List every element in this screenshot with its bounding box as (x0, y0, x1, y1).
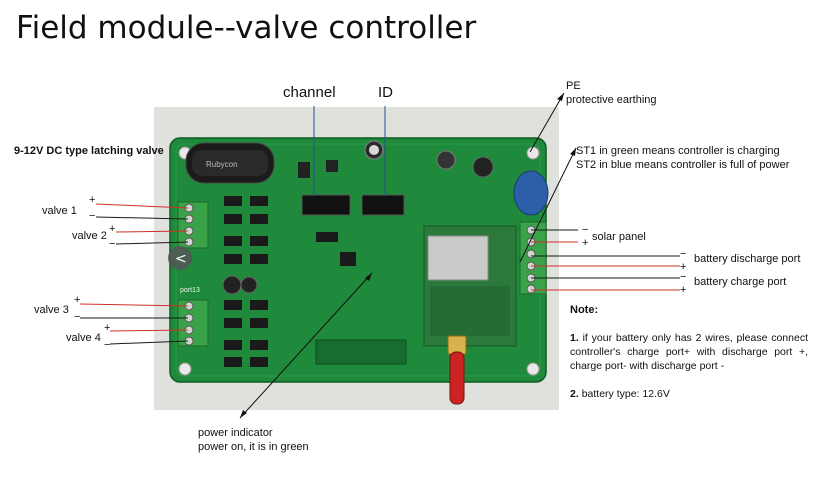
driver-components (224, 196, 356, 367)
capacitor-text: Rubycon (206, 160, 238, 169)
chip (298, 162, 310, 178)
power-indicator-description: power on, it is in green (198, 441, 309, 453)
discharge-plus: + (680, 261, 687, 273)
power-indicator-label: power indicator (198, 427, 273, 439)
solar-minus: − (582, 224, 589, 236)
port-label: port13 (180, 287, 200, 294)
capacitor-small (240, 276, 258, 294)
id-label: ID (378, 84, 393, 101)
pe-leader (529, 92, 565, 153)
note-heading: Note: (570, 304, 599, 316)
note-item-2: 2. battery type: 12.6V (570, 387, 808, 401)
charge-plus: + (680, 284, 687, 296)
back-icon (168, 246, 192, 270)
page-title: Field module--valve controller (16, 10, 477, 46)
solar-plus: + (582, 237, 589, 249)
capacitor-small (222, 275, 242, 295)
note-item-1-text: if your battery only has 2 wires, please… (570, 332, 808, 372)
pe-description: protective earthing (566, 94, 657, 106)
st-leader (519, 147, 577, 263)
dip-switch-id (361, 194, 405, 216)
st1-description: ST1 in green means controller is chargin… (576, 145, 780, 157)
valve-2-minus: − (109, 238, 116, 250)
antenna (449, 351, 465, 405)
valve-1-minus: − (89, 210, 96, 222)
note-item-2-text: battery type: 12.6V (581, 388, 670, 400)
capacitor-small (472, 156, 494, 178)
valve-1-label: valve 1 (42, 205, 77, 217)
battery-discharge-label: battery discharge port (694, 253, 801, 265)
mount-hole (526, 362, 540, 376)
svg-text:<: < (175, 251, 187, 267)
note-item-1: 1. if your battery only has 2 wires, ple… (570, 331, 808, 373)
charge-minus: − (680, 271, 687, 283)
mount-hole (178, 362, 192, 376)
discharge-minus: − (680, 248, 687, 260)
battery-charge-label: battery charge port (694, 276, 787, 288)
solar-panel-label: solar panel (592, 231, 646, 243)
valve-type-label: 9-12V DC type latching valve (14, 145, 164, 157)
pe-label: PE (566, 80, 581, 92)
valve-2-label: valve 2 (72, 230, 107, 242)
right-port-leads (531, 229, 680, 291)
note-item-2-number: 2. (570, 388, 579, 400)
note-item-1-number: 1. (570, 332, 579, 344)
valve-leads (79, 203, 189, 345)
power-indicator-leader (239, 272, 373, 419)
antenna-connector (447, 335, 467, 355)
inductor (436, 150, 456, 170)
chip (326, 160, 338, 172)
varistor (513, 170, 549, 216)
valve-1-plus: + (89, 194, 96, 206)
valve-3-plus: + (74, 294, 81, 306)
st2-description: ST2 in blue means controller is full of … (576, 159, 790, 171)
valve-3-minus: − (74, 311, 81, 323)
valve-4-plus: + (104, 322, 111, 334)
valve-4-minus: − (104, 339, 111, 351)
valve-2-plus: + (109, 223, 116, 235)
radio-shield (427, 235, 489, 281)
dip-switch-channel (301, 194, 351, 216)
valve-3-label: valve 3 (34, 304, 69, 316)
mount-hole (526, 146, 540, 160)
valve-4-label: valve 4 (66, 332, 101, 344)
channel-label: channel (283, 84, 336, 101)
pin-header (315, 339, 407, 365)
